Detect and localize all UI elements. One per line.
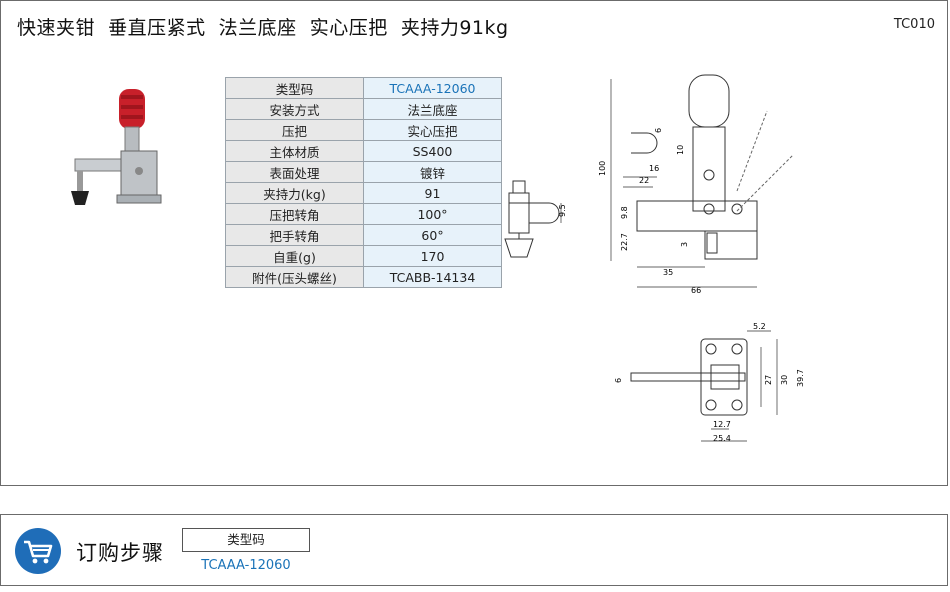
- front-dim-66: 66: [691, 286, 701, 295]
- front-dim-16: 16: [649, 164, 659, 173]
- spec-value: 实心压把: [363, 119, 502, 141]
- front-dim-100: 100: [598, 161, 607, 176]
- product-photo: [71, 89, 162, 205]
- front-dim-3: 3: [680, 242, 689, 247]
- spec-value: 91: [363, 182, 502, 204]
- spec-key: 安装方式: [225, 98, 364, 120]
- spec-value[interactable]: TCAAA-12060: [363, 77, 502, 99]
- front-dim-227: 22.7: [620, 233, 629, 251]
- spec-row: 压把实心压把: [225, 119, 502, 141]
- spec-key: 把手转角: [225, 224, 364, 246]
- spec-key: 压把: [225, 119, 364, 141]
- order-type-code-value[interactable]: TCAAA-12060: [201, 558, 291, 573]
- spec-row: 附件(压头螺丝)TCABB-14134: [225, 266, 502, 288]
- spec-value: 镀锌: [363, 161, 502, 183]
- order-type-code-label: 类型码: [182, 528, 310, 552]
- spec-key: 主体材质: [225, 140, 364, 162]
- spec-value: SS400: [363, 140, 502, 162]
- spec-row: 夹持力(kg)91: [225, 182, 502, 204]
- side-view-drawing: 9.5: [504, 180, 567, 258]
- front-dim-10: 10: [676, 145, 685, 155]
- order-title: 订购步骤: [76, 541, 164, 565]
- spec-value: TCABB-14134: [363, 266, 502, 288]
- front-dim-22: 22: [639, 176, 649, 185]
- spec-key: 压把转角: [225, 203, 364, 225]
- spec-row: 表面处理镀锌: [225, 161, 502, 183]
- spec-value: 法兰底座: [363, 98, 502, 120]
- spec-key: 表面处理: [225, 161, 364, 183]
- spec-key: 夹持力(kg): [225, 182, 364, 204]
- spec-key: 自重(g): [225, 245, 364, 267]
- top-dim-254: 25.4: [713, 434, 731, 443]
- spec-value: 170: [363, 245, 502, 267]
- product-code: TC010: [893, 17, 935, 32]
- shopping-cart-icon: [15, 528, 61, 574]
- top-view-drawing: 5.2 6 27 30 39.7 12.7 25.4: [614, 322, 805, 443]
- spec-key: 附件(压头螺丝): [225, 266, 364, 288]
- spec-row: 安装方式法兰底座: [225, 98, 502, 120]
- spec-value: 60°: [363, 224, 502, 246]
- top-dim-127: 12.7: [713, 420, 731, 429]
- front-dim-98: 9.8: [620, 206, 629, 219]
- spec-value: 100°: [363, 203, 502, 225]
- front-view-drawing: 100 6 10 16 22 9.8 22.7 3 35 66: [598, 74, 794, 295]
- top-dim-397: 39.7: [796, 369, 805, 387]
- front-dim-6: 6: [654, 128, 663, 133]
- top-dim-27: 27: [764, 375, 773, 385]
- spec-key: 类型码: [225, 77, 364, 99]
- top-dim-52: 5.2: [753, 322, 766, 331]
- front-dim-35: 35: [663, 268, 673, 277]
- side-dim-95: 9.5: [558, 204, 567, 217]
- spec-row: 自重(g)170: [225, 245, 502, 267]
- top-dim-6: 6: [614, 378, 623, 383]
- top-dim-30: 30: [780, 375, 789, 385]
- product-title: 快速夹钳 垂直压紧式 法兰底座 实心压把 夹持力91kg: [17, 17, 509, 39]
- order-panel: 订购步骤 类型码 TCAAA-12060: [0, 514, 948, 586]
